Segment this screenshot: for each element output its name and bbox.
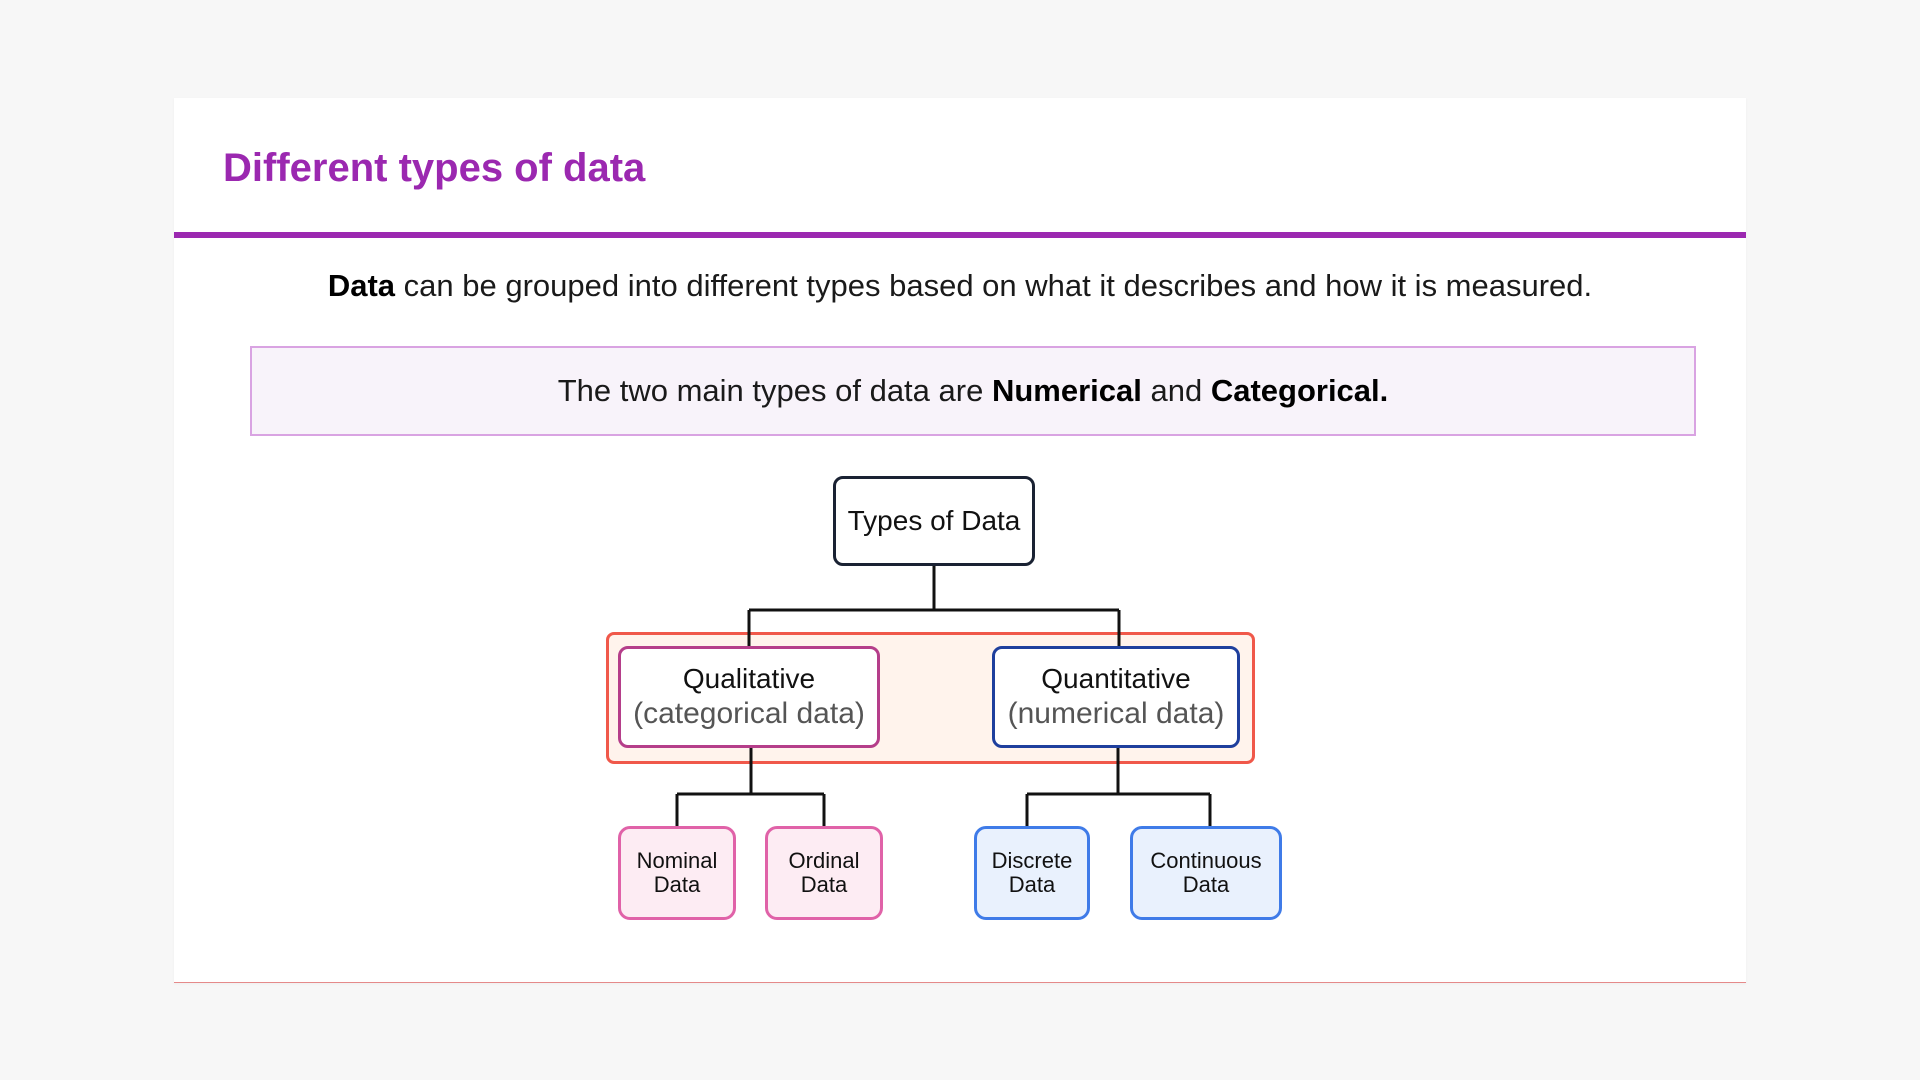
node-quantitative: Quantitative (numerical data) (992, 646, 1240, 748)
ordinal-line1: Ordinal (788, 847, 860, 873)
quantitative-sublabel: (numerical data) (1007, 696, 1225, 730)
node-discrete-data: Discrete Data (974, 826, 1090, 920)
qualitative-sublabel: (categorical data) (633, 696, 865, 730)
callout-prefix: The two main types of data are (557, 373, 992, 408)
quantitative-label: Quantitative (1041, 663, 1191, 695)
callout-term-numerical: Numerical (991, 373, 1142, 408)
nominal-line1: Nominal (636, 847, 718, 873)
slide: Different types of data Data can be grou… (174, 98, 1746, 983)
node-continuous-data: Continuous Data (1130, 826, 1282, 920)
node-types-of-data: Types of Data (833, 476, 1035, 566)
discrete-line2: Data (1008, 872, 1056, 897)
title-divider (174, 232, 1746, 238)
ordinal-line2: Data (800, 872, 848, 897)
connector-lines (675, 566, 1212, 826)
continuous-line2: Data (1182, 872, 1230, 897)
callout-term-categorical: Categorical. (1210, 373, 1389, 408)
callout-middle: and (1141, 373, 1211, 408)
slide-title: Different types of data (223, 146, 646, 190)
continuous-line1: Continuous (1150, 847, 1262, 873)
types-of-data-diagram: Types of Data Qualitative (categorical d… (174, 98, 1746, 982)
node-nominal-data: Nominal Data (618, 826, 736, 920)
nominal-line2: Data (653, 872, 701, 897)
node-qualitative: Qualitative (categorical data) (618, 646, 880, 748)
intro-text: Data can be grouped into different types… (174, 268, 1746, 304)
node-ordinal-data: Ordinal Data (765, 826, 883, 920)
callout-box: The two main types of data are Numerical… (250, 346, 1696, 436)
intro-rest: can be grouped into different types base… (395, 268, 1593, 303)
discrete-line1: Discrete (991, 847, 1073, 873)
qualitative-label: Qualitative (682, 663, 816, 695)
intro-bold: Data (327, 268, 396, 303)
